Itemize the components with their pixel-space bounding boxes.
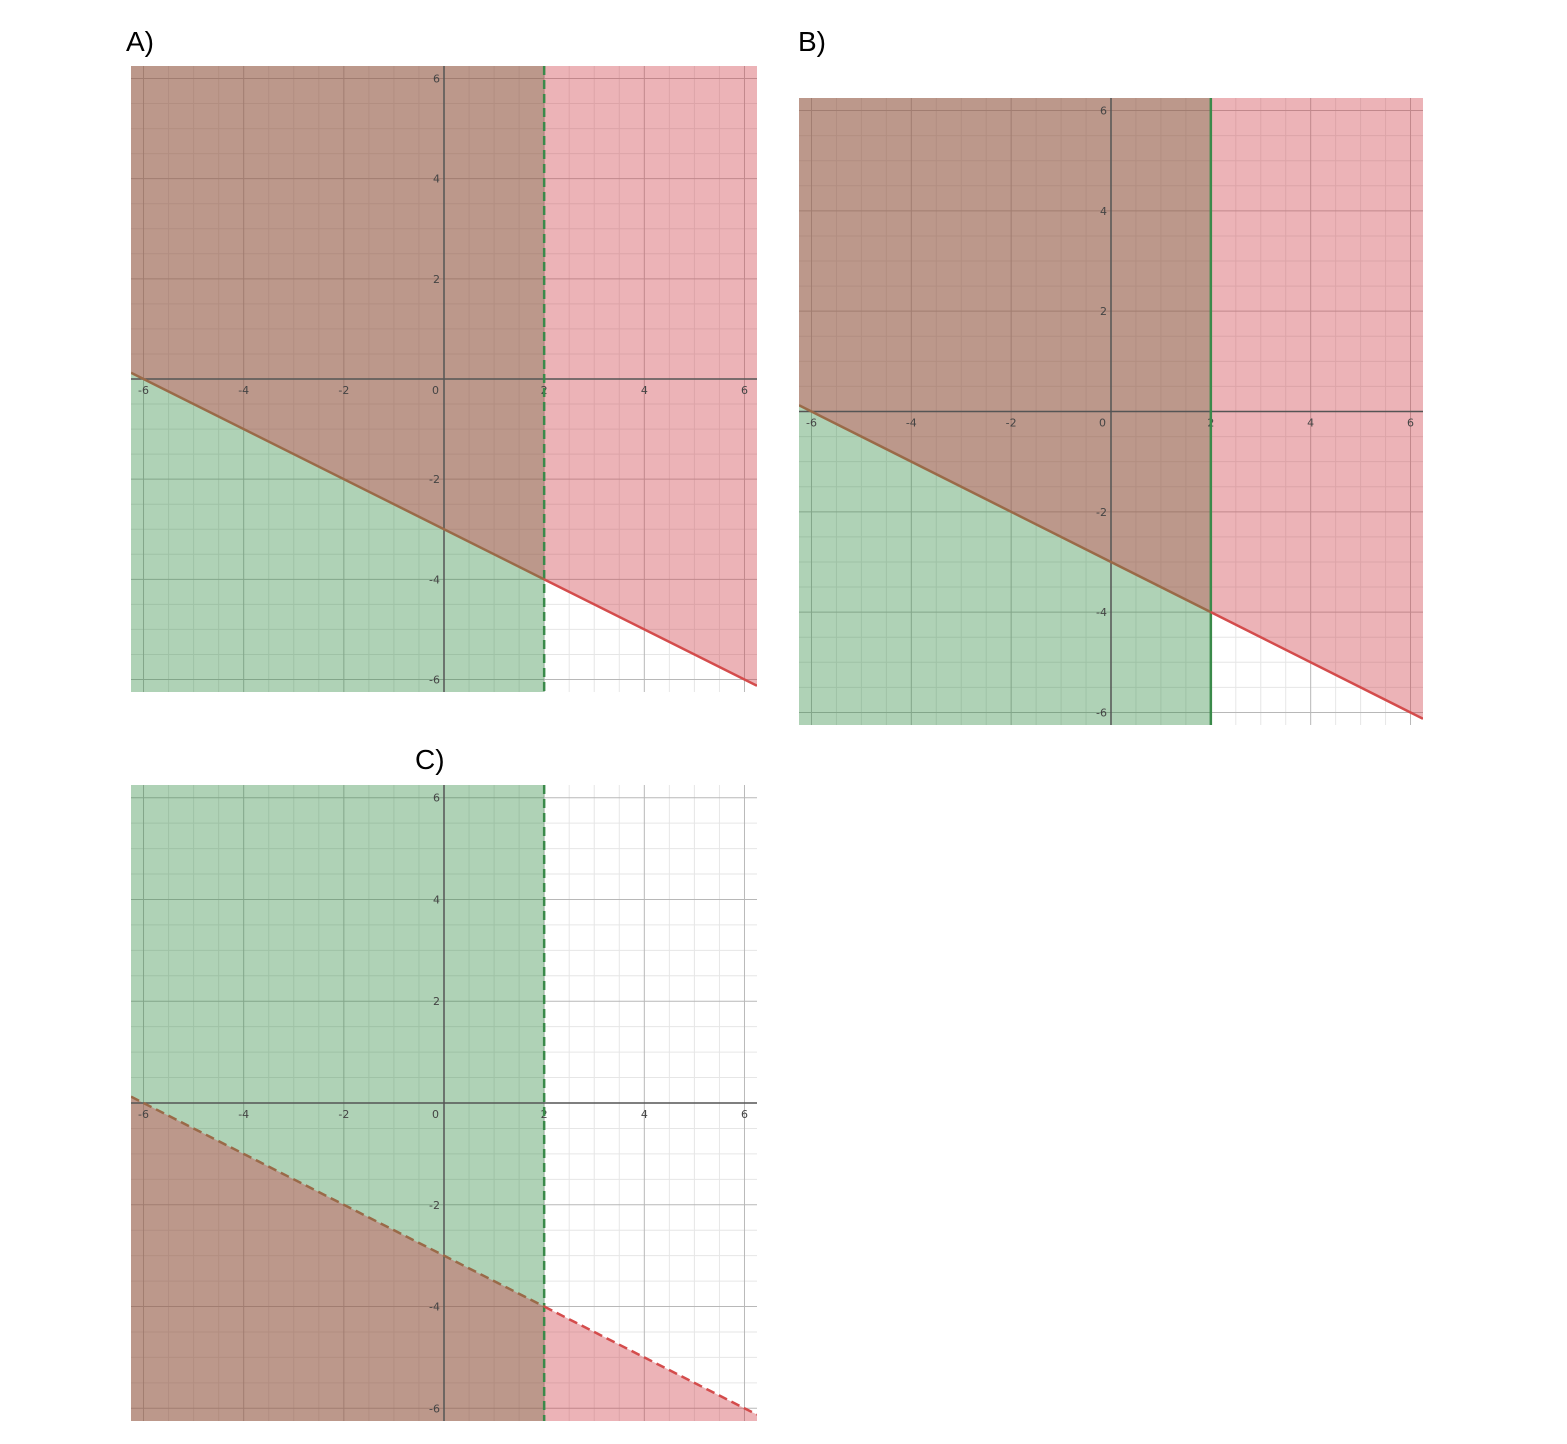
x-tick-label: 4	[641, 1108, 648, 1121]
x-tick-label: -6	[806, 417, 817, 430]
y-tick-label: -6	[429, 1402, 440, 1415]
x-tick-label: -4	[238, 1108, 249, 1121]
boundary-line-linear-right	[543, 1305, 757, 1416]
y-tick-label: -4	[429, 573, 440, 586]
x-tick-label: 6	[1407, 417, 1414, 430]
y-tick-label: 4	[433, 173, 440, 186]
y-tick-label: -6	[1096, 706, 1107, 719]
boundary-line-linear-left	[131, 371, 545, 581]
y-tick-label: -2	[1096, 506, 1107, 519]
x-tick-label: -6	[138, 384, 149, 397]
boundary-line-linear-right	[1210, 611, 1423, 720]
x-tick-label: 6	[741, 1108, 748, 1121]
x-tick-label: 0	[1099, 417, 1106, 430]
y-tick-label: -2	[429, 473, 440, 486]
panel-a-graph: -6-4-20246642-2-4-6	[131, 66, 757, 692]
panel-c-graph: -6-4-20246642-2-4-6	[131, 785, 757, 1421]
y-tick-label: 4	[433, 893, 440, 906]
x-tick-label: -2	[338, 1108, 349, 1121]
x-tick-label: 4	[1307, 417, 1314, 430]
panel-c-label: C)	[415, 744, 445, 775]
y-tick-label: -6	[429, 673, 440, 686]
y-tick-label: 4	[1100, 205, 1107, 218]
x-tick-label: 6	[741, 384, 748, 397]
boundary-line-linear-left	[799, 404, 1212, 614]
x-tick-label: -4	[906, 417, 917, 430]
x-tick-label: -4	[238, 384, 249, 397]
x-tick-label: -6	[138, 1108, 149, 1121]
x-tick-label: 0	[432, 1108, 439, 1121]
y-tick-label: 2	[433, 995, 440, 1008]
y-tick-label: -4	[429, 1301, 440, 1314]
y-tick-label: 2	[433, 273, 440, 286]
y-tick-label: 6	[1100, 105, 1107, 118]
y-tick-label: 6	[433, 73, 440, 86]
x-tick-label: -2	[338, 384, 349, 397]
boundary-line-linear-left	[131, 1095, 545, 1308]
x-tick-label: -2	[1006, 417, 1017, 430]
y-tick-label: -2	[429, 1199, 440, 1212]
panel-a-label: A)	[126, 26, 154, 57]
y-tick-label: 6	[433, 792, 440, 805]
x-tick-label: 4	[641, 384, 648, 397]
x-tick-label: 0	[432, 384, 439, 397]
y-tick-label: -4	[1096, 606, 1107, 619]
panel-b-graph: -6-4-20246642-2-4-6	[799, 98, 1423, 725]
panel-b-label: B)	[798, 26, 826, 57]
boundary-line-linear-right	[543, 578, 757, 687]
y-tick-label: 2	[1100, 305, 1107, 318]
